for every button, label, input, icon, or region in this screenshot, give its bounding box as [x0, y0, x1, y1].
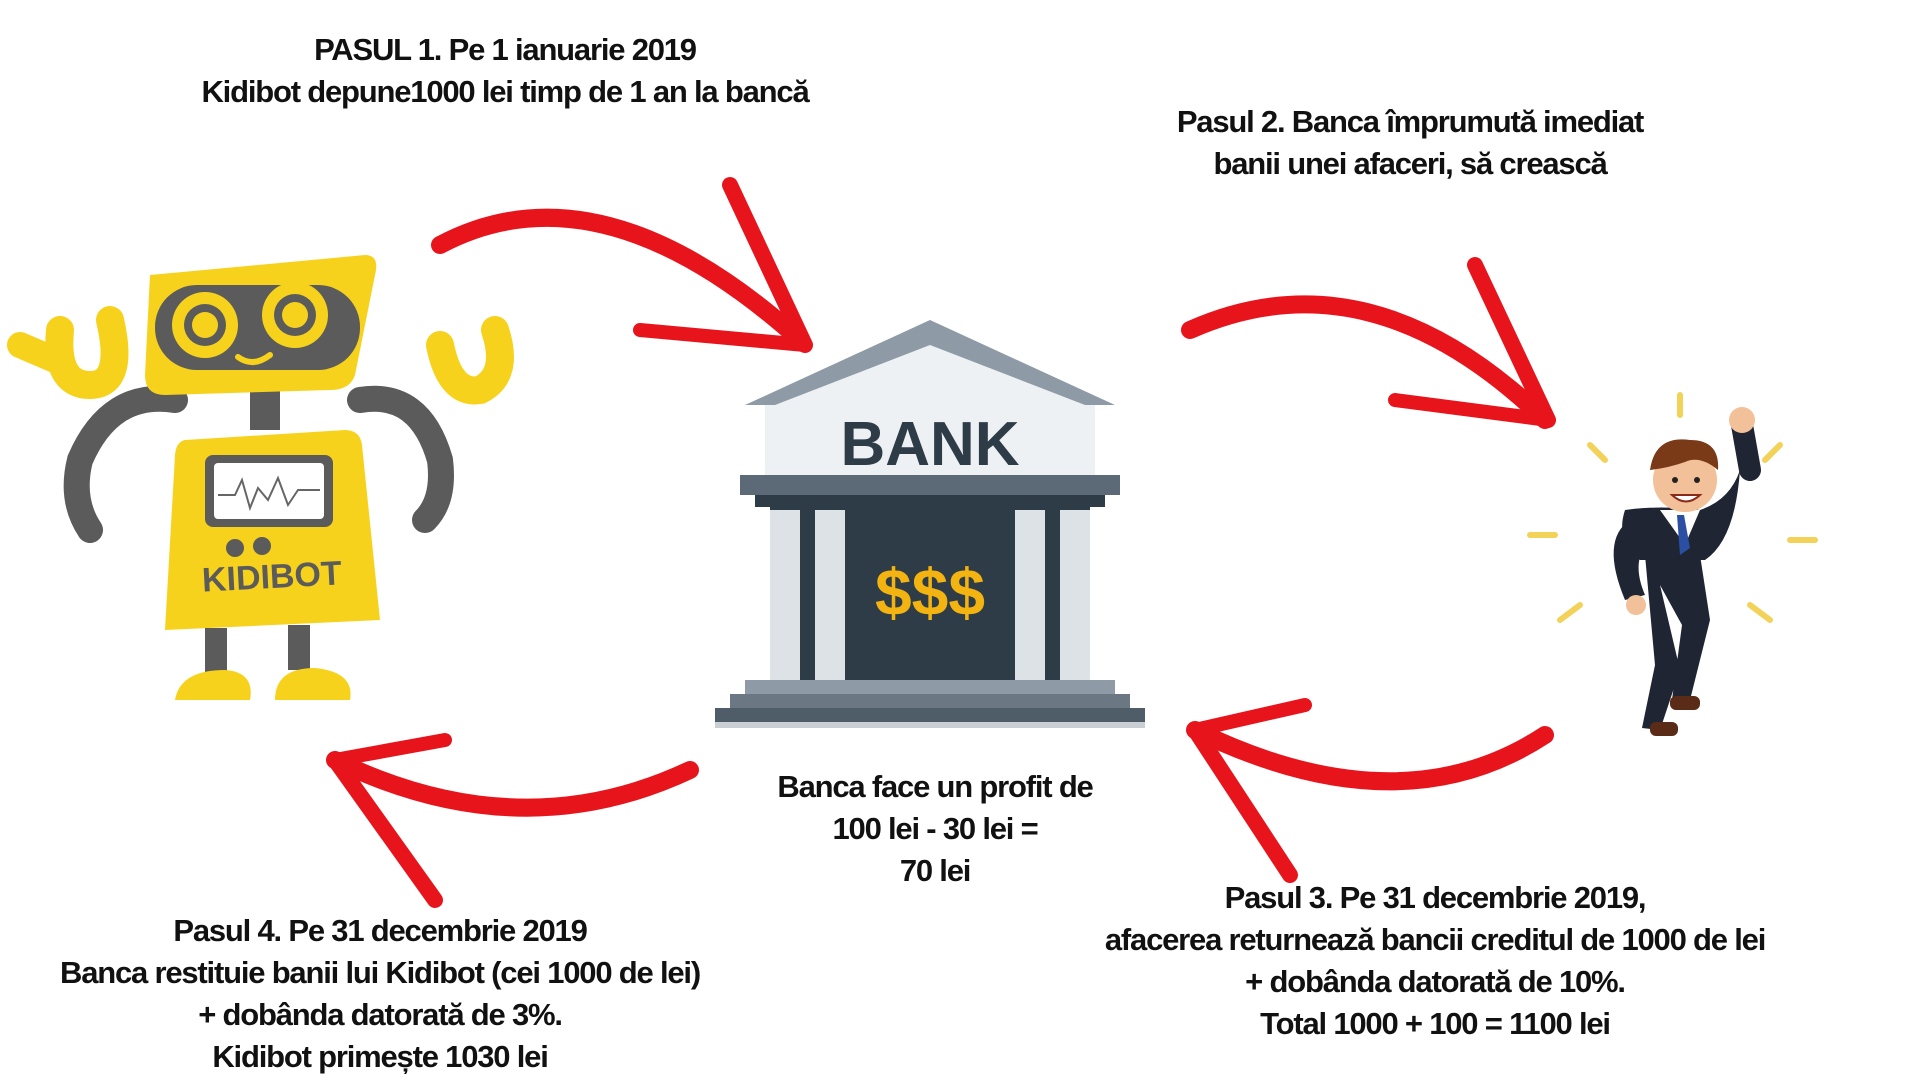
bank-steps	[715, 680, 1145, 728]
bank-cornice	[740, 475, 1120, 507]
step4-caption: Pasul 4. Pe 31 decembrie 2019 Banca rest…	[20, 910, 740, 1078]
burst-rays	[1527, 392, 1818, 623]
profit-line1: Banca face un profit de	[777, 769, 1093, 804]
step3-title: Pasul 3. Pe 31 decembrie 2019,	[1224, 880, 1647, 915]
profit-line2: 100 lei - 30 lei =	[832, 811, 1038, 846]
businessman-figure	[1613, 407, 1761, 736]
bank-columns	[770, 510, 1090, 680]
arrow-business-to-bank	[1186, 698, 1554, 883]
step2-description: banii unei afaceri, să crească	[1213, 146, 1607, 181]
bank-roof: BANK	[745, 320, 1115, 479]
robot-legs	[175, 625, 351, 700]
robot-name-label: KIDIBOT	[201, 554, 343, 599]
step1-caption: PASUL 1. Pe 1 ianuarie 2019 Kidibot depu…	[160, 29, 850, 113]
robot-body: KIDIBOT	[165, 430, 380, 630]
step1-description: Kidibot depune1000 lei timp de 1 an la b…	[201, 74, 810, 109]
step4-title: Pasul 4. Pe 31 decembrie 2019	[173, 913, 587, 948]
step4-description: Banca restituie banii lui Kidibot (cei 1…	[60, 955, 701, 990]
step3-interest: + dobânda datorată de 10%.	[1245, 964, 1626, 999]
bank-dollar-symbol: $$$	[875, 555, 985, 629]
robot-head	[145, 255, 377, 395]
step4-total: Kidibot primește 1030 lei	[212, 1039, 548, 1074]
step3-description: afacerea returnează bancii creditul de 1…	[1104, 922, 1766, 957]
arrow-kidibot-to-bank	[431, 177, 813, 353]
bank-sign-text: BANK	[840, 410, 1019, 479]
step2-title: Pasul 2. Banca împrumută imediat	[1176, 104, 1645, 139]
arrow-bank-to-business	[1181, 257, 1556, 429]
robot-right-arm	[347, 316, 514, 533]
step2-caption: Pasul 2. Banca împrumută imediat banii u…	[1120, 101, 1700, 185]
bank-profit-caption: Banca face un profit de 100 lei - 30 lei…	[740, 766, 1130, 892]
profit-line3: 70 lei	[899, 853, 972, 888]
robot-left-arm	[7, 306, 188, 543]
step3-caption: Pasul 3. Pe 31 decembrie 2019, afacerea …	[1045, 877, 1825, 1045]
step3-total: Total 1000 + 100 = 1100 lei	[1260, 1006, 1611, 1041]
step4-interest: + dobânda datorată de 3%.	[198, 997, 563, 1032]
arrow-bank-to-kidibot	[326, 733, 699, 908]
step1-title: PASUL 1. Pe 1 ianuarie 2019	[314, 32, 697, 67]
